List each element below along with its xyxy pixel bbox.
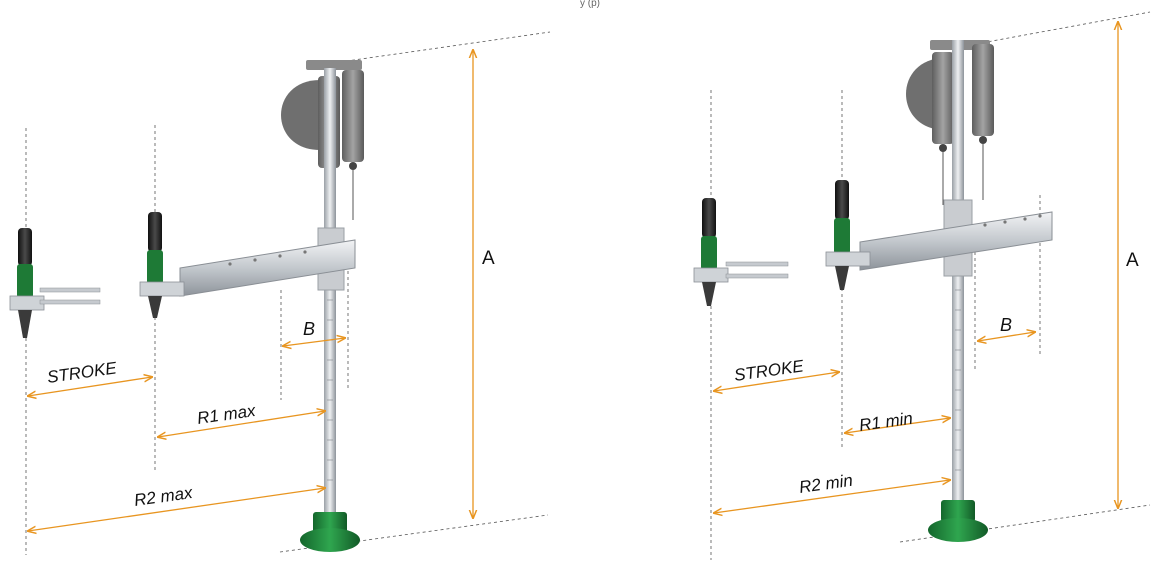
diagram-left: A B STROKE R1 max R2 max — [9, 31, 551, 555]
dim-b — [283, 338, 345, 346]
label-a: A — [482, 248, 495, 269]
column-base — [300, 512, 360, 552]
screwdriver-tool-extended — [693, 198, 789, 306]
label-a: A — [1126, 250, 1139, 271]
label-b: B — [1000, 315, 1012, 335]
dim-r2 — [714, 480, 950, 513]
dim-stroke — [714, 372, 839, 391]
label-r1: R1 min — [858, 409, 914, 435]
label-r1: R1 max — [196, 401, 257, 428]
column-pole — [324, 68, 336, 518]
screwdriver-tool — [825, 180, 871, 290]
label-b: B — [303, 319, 315, 339]
dim-r1 — [158, 411, 325, 437]
diagram-right: A B STROKE R1 min R2 min — [693, 11, 1151, 560]
label-r2: R2 max — [133, 483, 194, 510]
guide-lines — [25, 31, 551, 555]
label-r2: R2 min — [798, 471, 854, 497]
dim-r2 — [28, 488, 325, 531]
label-stroke: STROKE — [733, 356, 806, 385]
balancer-assembly — [906, 40, 994, 205]
screwdriver-tool — [139, 212, 185, 318]
label-stroke: STROKE — [46, 358, 119, 387]
dim-r1 — [845, 418, 950, 433]
balancer-assembly — [281, 60, 364, 225]
dimension-lines — [28, 50, 473, 531]
column-base — [928, 500, 988, 542]
header-caption: y (p) — [580, 0, 600, 9]
dim-b — [978, 332, 1035, 341]
dimension-lines — [714, 22, 1118, 513]
dim-stroke — [28, 377, 152, 396]
screwdriver-tool-extended — [9, 228, 101, 338]
